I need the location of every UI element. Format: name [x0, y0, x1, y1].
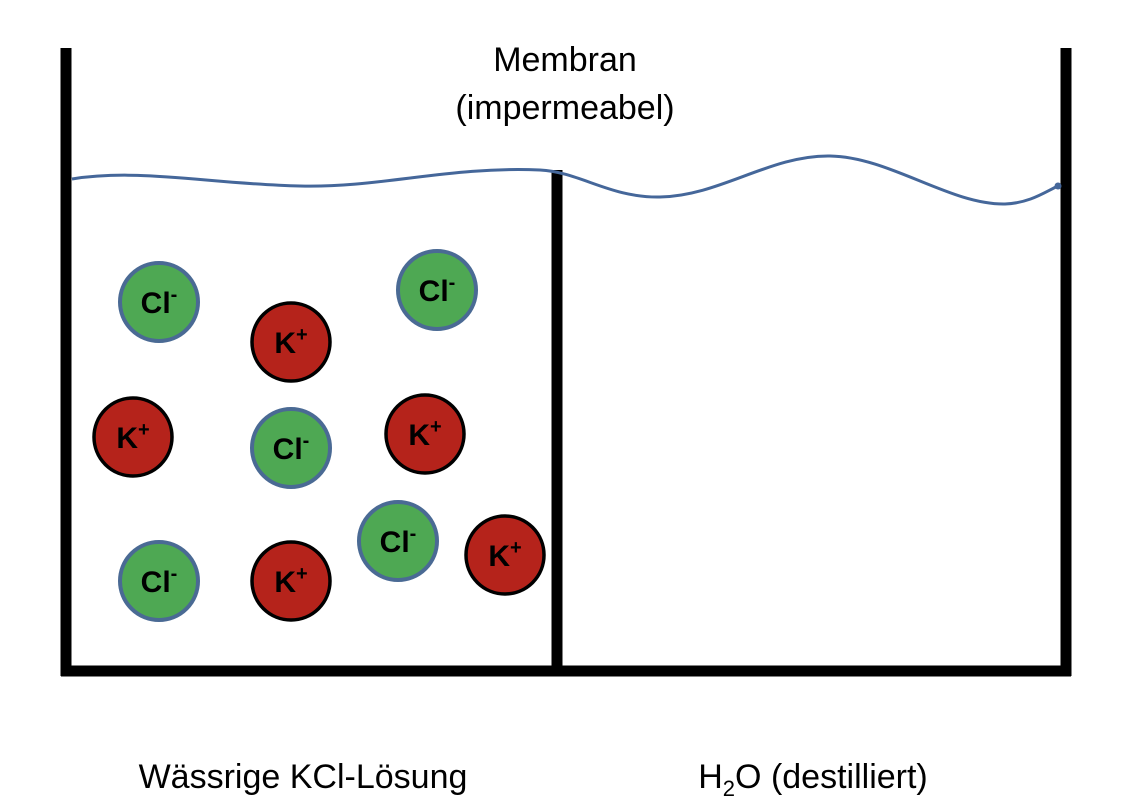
ion-circle — [250, 301, 332, 383]
ion-charge: + — [296, 563, 308, 585]
ion-label: Cl- — [273, 430, 310, 466]
ion-circle — [357, 500, 439, 582]
ion-charge: + — [296, 324, 308, 346]
ion-symbol: K — [116, 422, 138, 455]
ion-circle — [250, 540, 332, 622]
ion-label: K+ — [116, 419, 149, 455]
ion-symbol: K — [488, 540, 510, 573]
left-solution-label: Wässrige KCl-Lösung — [139, 758, 468, 796]
ion-charge: - — [410, 523, 417, 545]
membrane-subtitle: (impermeabel) — [455, 89, 674, 127]
ion-label: K+ — [488, 537, 521, 573]
potassium-ion: K+ — [92, 396, 174, 478]
ion-symbol: K — [274, 566, 296, 599]
ion-charge: - — [449, 272, 456, 294]
membrane-title: Membran — [493, 41, 637, 79]
potassium-ion: K+ — [250, 540, 332, 622]
potassium-ion: K+ — [250, 301, 332, 383]
ion-label: Cl- — [419, 272, 456, 308]
ion-label: Cl- — [380, 523, 417, 559]
ion-symbol: K — [408, 419, 430, 452]
chloride-ion: Cl- — [396, 249, 478, 331]
ion-symbol: Cl — [273, 433, 303, 466]
ion-symbol: Cl — [141, 566, 171, 599]
ions-group: Cl-Cl-K+K+Cl-K+Cl-K+Cl-K+ — [92, 249, 546, 622]
water-surface-end — [1054, 182, 1062, 190]
right-label-suffix: O (destilliert) — [735, 758, 928, 796]
ion-symbol: Cl — [141, 287, 171, 320]
ion-symbol: Cl — [419, 275, 449, 308]
ion-circle — [118, 261, 200, 343]
ion-label: K+ — [274, 563, 307, 599]
ion-charge: + — [430, 416, 442, 438]
ion-charge: - — [171, 284, 178, 306]
chloride-ion: Cl- — [357, 500, 439, 582]
right-label-subscript: 2 — [723, 776, 735, 801]
ion-charge: - — [171, 563, 178, 585]
ion-charge: + — [510, 537, 522, 559]
right-solution-label: H2O (destilliert) — [698, 758, 928, 801]
ion-circle — [92, 396, 174, 478]
ion-charge: - — [303, 430, 310, 452]
water-surface — [71, 154, 1059, 206]
ion-label: Cl- — [141, 563, 178, 599]
potassium-ion: K+ — [384, 393, 466, 475]
ion-circle — [464, 514, 546, 596]
ion-circle — [384, 393, 466, 475]
ion-charge: + — [138, 419, 150, 441]
chloride-ion: Cl- — [250, 407, 332, 489]
right-label-prefix: H — [698, 758, 723, 796]
ion-circle — [396, 249, 478, 331]
ion-symbol: K — [274, 327, 296, 360]
ion-label: K+ — [408, 416, 441, 452]
chloride-ion: Cl- — [118, 261, 200, 343]
ion-symbol: Cl — [380, 526, 410, 559]
ion-circle — [250, 407, 332, 489]
ion-label: Cl- — [141, 284, 178, 320]
ion-label: K+ — [274, 324, 307, 360]
chloride-ion: Cl- — [118, 540, 200, 622]
ion-circle — [118, 540, 200, 622]
potassium-ion: K+ — [464, 514, 546, 596]
